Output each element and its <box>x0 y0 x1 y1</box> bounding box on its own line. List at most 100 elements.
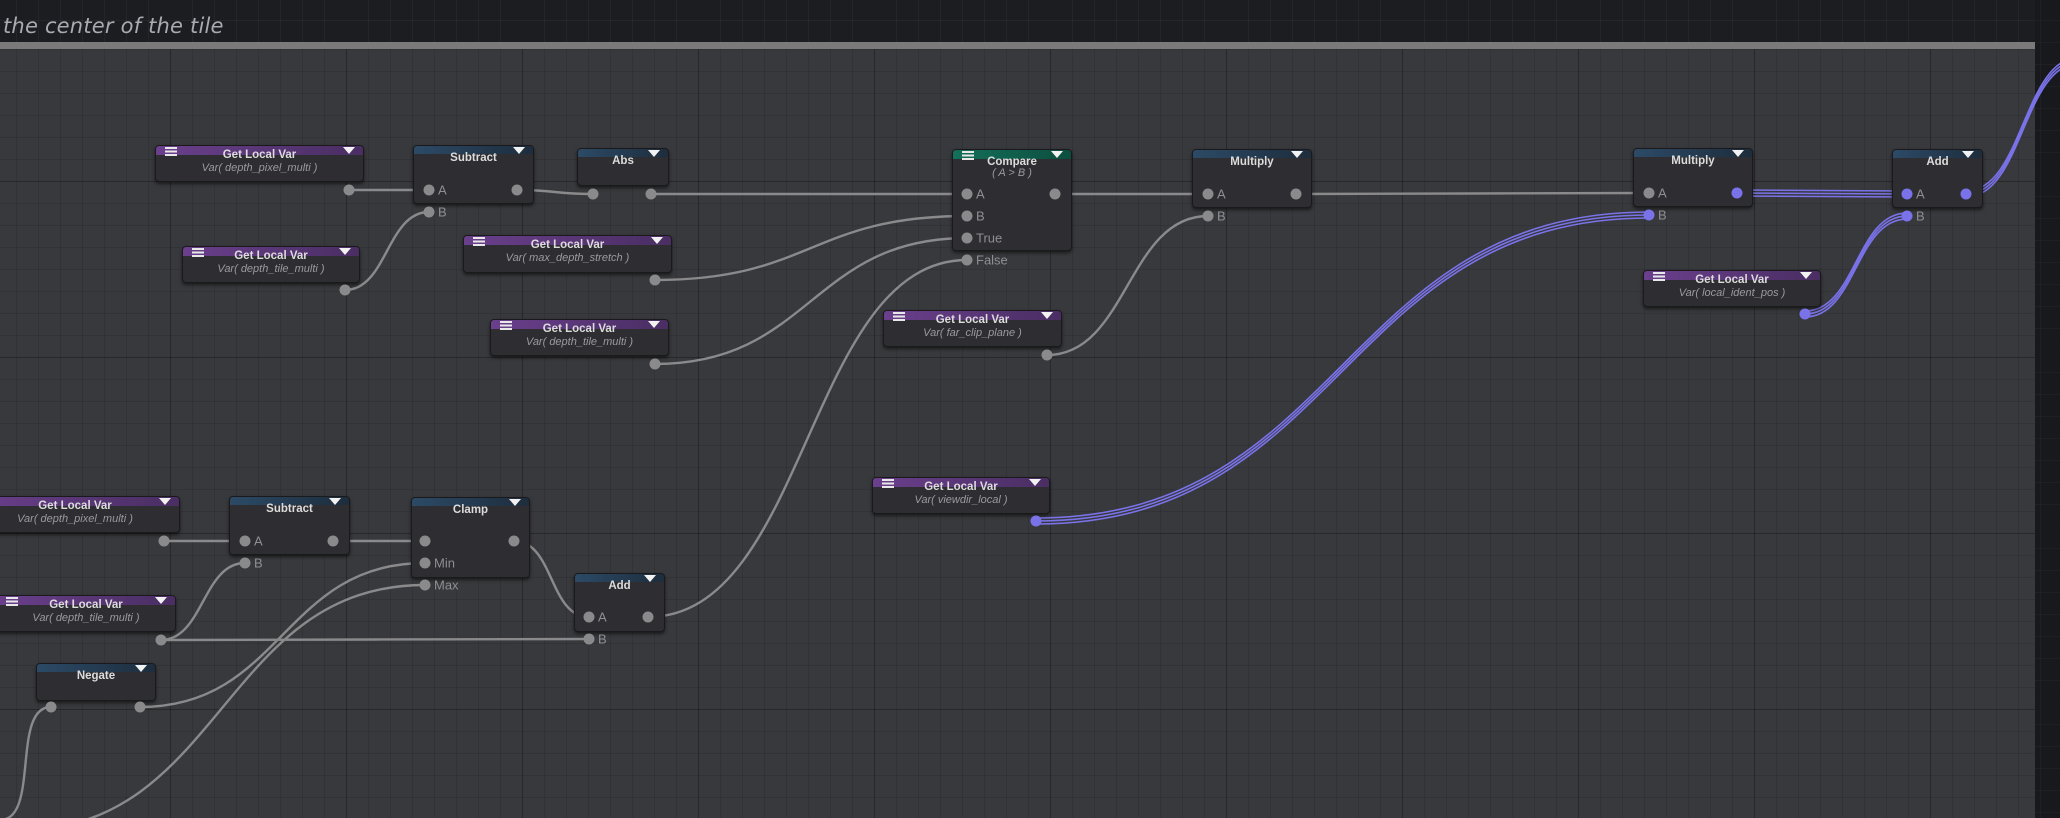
output-pin[interactable] <box>1799 308 1811 320</box>
output-pin[interactable] <box>645 188 657 200</box>
node-header[interactable] <box>414 146 533 154</box>
output-pin[interactable] <box>508 535 520 547</box>
input-pin-a[interactable] <box>1901 188 1913 200</box>
collapse-triangle-icon[interactable] <box>648 150 660 157</box>
node-header[interactable] <box>873 478 1049 487</box>
input-pin-b[interactable] <box>1643 209 1655 221</box>
input-pin-b[interactable] <box>423 206 435 218</box>
output-pin[interactable] <box>1731 187 1743 199</box>
output-pin[interactable] <box>134 701 146 713</box>
node-header[interactable] <box>156 146 363 155</box>
collapse-triangle-icon[interactable] <box>1962 151 1974 158</box>
hamburger-menu-icon[interactable] <box>192 248 204 257</box>
output-pin[interactable] <box>1049 188 1061 200</box>
collapse-triangle-icon[interactable] <box>1732 150 1744 157</box>
node-header[interactable] <box>412 498 529 506</box>
node-add-1[interactable]: Add <box>574 573 665 632</box>
collapse-triangle-icon[interactable] <box>155 597 167 604</box>
node-negate-1[interactable]: Negate <box>36 663 156 701</box>
output-pin[interactable] <box>1030 515 1042 527</box>
output-pin[interactable] <box>1290 188 1302 200</box>
hamburger-menu-icon[interactable] <box>473 237 485 246</box>
output-pin[interactable] <box>158 535 170 547</box>
output-pin[interactable] <box>1041 349 1053 361</box>
hamburger-menu-icon[interactable] <box>1653 272 1665 281</box>
collapse-triangle-icon[interactable] <box>644 575 656 582</box>
output-pin[interactable] <box>343 184 355 196</box>
input-pin-b[interactable] <box>583 633 595 645</box>
node-header[interactable] <box>0 497 179 506</box>
output-pin[interactable] <box>327 535 339 547</box>
node-header[interactable] <box>37 664 155 672</box>
input-pin-b[interactable] <box>1202 210 1214 222</box>
hamburger-menu-icon[interactable] <box>893 312 905 321</box>
collapse-triangle-icon[interactable] <box>135 665 147 672</box>
node-header[interactable] <box>0 596 175 605</box>
input-pin-a[interactable] <box>961 188 973 200</box>
input-pin-a[interactable] <box>1202 188 1214 200</box>
input-pin-a[interactable] <box>423 184 435 196</box>
collapse-triangle-icon[interactable] <box>513 147 525 154</box>
node-header[interactable] <box>1634 149 1752 157</box>
output-pin[interactable] <box>642 611 654 623</box>
hamburger-menu-icon[interactable] <box>962 151 974 160</box>
input-pin-max[interactable] <box>419 579 431 591</box>
node-header[interactable] <box>1193 150 1311 158</box>
input-pin-b[interactable] <box>961 210 973 222</box>
input-pin[interactable] <box>45 701 57 713</box>
output-pin[interactable] <box>1960 188 1972 200</box>
collapse-triangle-icon[interactable] <box>509 499 521 506</box>
output-pin[interactable] <box>649 358 661 370</box>
node-header[interactable] <box>491 320 668 329</box>
input-pin-a[interactable] <box>583 611 595 623</box>
input-pin-b[interactable] <box>239 557 251 569</box>
node-compare-1[interactable]: Compare( A > B ) <box>952 149 1072 251</box>
collapse-triangle-icon[interactable] <box>329 498 341 505</box>
hamburger-menu-icon[interactable] <box>882 479 894 488</box>
output-pin[interactable] <box>155 634 167 646</box>
node-header[interactable] <box>230 497 349 505</box>
output-pin[interactable] <box>339 284 351 296</box>
node-abs-1[interactable]: Abs <box>577 148 669 186</box>
hamburger-menu-icon[interactable] <box>500 321 512 330</box>
input-pin-min[interactable] <box>419 557 431 569</box>
node-header[interactable] <box>884 311 1061 320</box>
node-header[interactable] <box>1644 271 1820 280</box>
input-pin-true[interactable] <box>961 232 973 244</box>
collapse-triangle-icon[interactable] <box>651 237 663 244</box>
node-header[interactable] <box>183 247 359 256</box>
output-pin[interactable] <box>511 184 523 196</box>
node-header[interactable] <box>1893 150 1982 158</box>
node-header[interactable] <box>575 574 664 582</box>
input-pin[interactable] <box>587 188 599 200</box>
node-header[interactable] <box>953 150 1071 159</box>
node-header[interactable] <box>578 149 668 157</box>
hamburger-menu-icon[interactable] <box>165 147 177 156</box>
collapse-triangle-icon[interactable] <box>1041 312 1053 319</box>
collapse-triangle-icon[interactable] <box>1051 151 1063 158</box>
input-pin-a[interactable] <box>1643 187 1655 199</box>
collapse-triangle-icon[interactable] <box>339 248 351 255</box>
collapse-triangle-icon[interactable] <box>1291 151 1303 158</box>
collapse-triangle-icon[interactable] <box>1800 272 1812 279</box>
collapse-triangle-icon[interactable] <box>648 321 660 328</box>
input-pin-a[interactable] <box>239 535 251 547</box>
collapse-triangle-icon[interactable] <box>343 147 355 154</box>
collapse-triangle-icon[interactable] <box>159 498 171 505</box>
node-clamp-1[interactable]: Clamp <box>411 497 530 578</box>
input-pin[interactable] <box>419 535 431 547</box>
collapse-triangle-icon[interactable] <box>1029 479 1041 486</box>
input-pin-b[interactable] <box>1901 210 1913 222</box>
hamburger-menu-icon[interactable] <box>6 597 18 606</box>
input-pin-false[interactable] <box>961 254 973 266</box>
node-header[interactable] <box>464 236 671 245</box>
